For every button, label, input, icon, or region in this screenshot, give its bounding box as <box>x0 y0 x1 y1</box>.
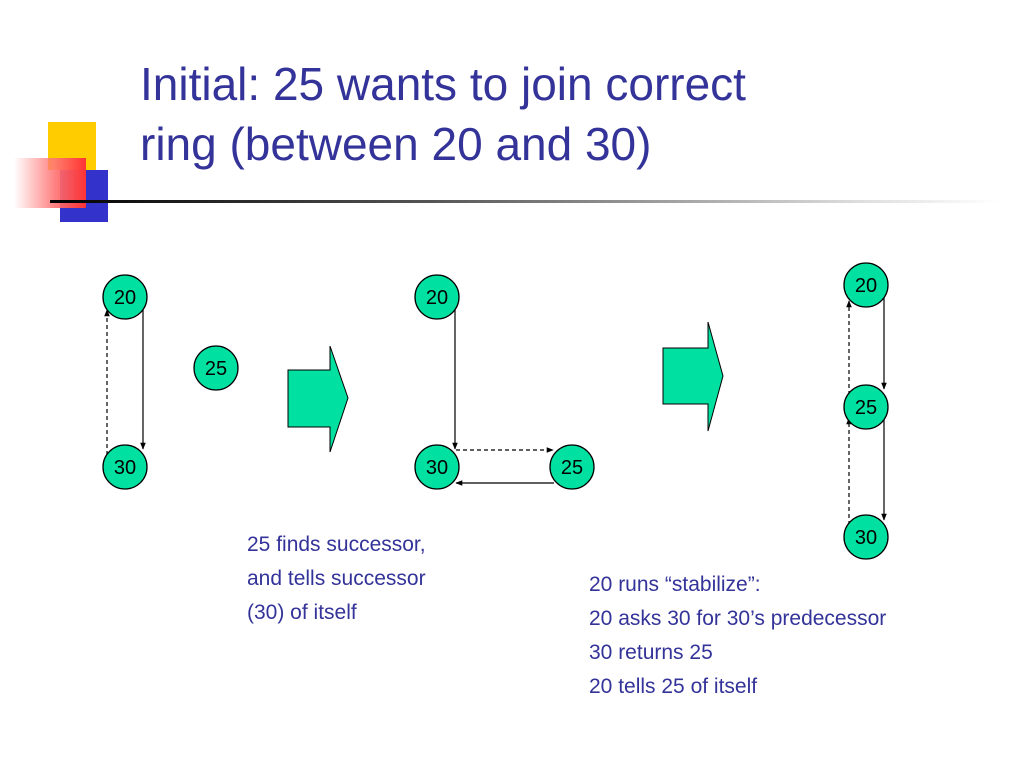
node-25-label: 25 <box>205 358 227 380</box>
stage-2: 20 30 25 <box>414 274 595 490</box>
caption-line: and tells successor <box>247 567 426 590</box>
caption-line: (30) of itself <box>247 601 357 624</box>
node-20: 20 <box>414 274 460 320</box>
slide-title: Initial: 25 wants to join correct ring (… <box>140 54 746 174</box>
node-30: 30 <box>414 444 460 490</box>
node-20: 20 <box>102 274 148 320</box>
node-30-label: 30 <box>426 457 448 479</box>
title-underline <box>50 200 1000 203</box>
node-20: 20 <box>843 262 889 308</box>
node-20-label: 20 <box>855 275 877 297</box>
node-25: 25 <box>843 384 889 430</box>
node-20-label: 20 <box>114 287 136 309</box>
node-30-label: 30 <box>855 527 877 549</box>
caption-line: 30 returns 25 <box>589 641 713 664</box>
caption-stage-3: 20 runs “stabilize”: 20 asks 30 for 30’s… <box>589 568 886 704</box>
node-25-label: 25 <box>855 397 877 419</box>
node-25: 25 <box>549 444 595 490</box>
transition-arrow-1 <box>287 345 349 453</box>
title-line-1: Initial: 25 wants to join correct <box>140 58 746 110</box>
decor-red-gradient <box>14 158 86 208</box>
node-25-label: 25 <box>561 457 583 479</box>
caption-stage-2: 25 finds successor, and tells successor … <box>247 528 426 630</box>
node-30: 30 <box>843 514 889 560</box>
caption-line: 20 asks 30 for 30’s predecessor <box>589 607 887 630</box>
stage-1: 20 25 30 <box>102 274 239 490</box>
title-line-2: ring (between 20 and 30) <box>140 118 652 170</box>
transition-arrow-2 <box>662 321 724 432</box>
node-30-label: 30 <box>114 457 136 479</box>
node-30: 30 <box>102 444 148 490</box>
caption-line: 20 runs “stabilize”: <box>589 573 761 596</box>
caption-line: 20 tells 25 of itself <box>589 675 758 698</box>
node-20-label: 20 <box>426 287 448 309</box>
caption-line: 25 finds successor, <box>247 533 426 556</box>
node-25: 25 <box>193 345 239 391</box>
stage-3: 20 25 30 <box>843 262 889 560</box>
